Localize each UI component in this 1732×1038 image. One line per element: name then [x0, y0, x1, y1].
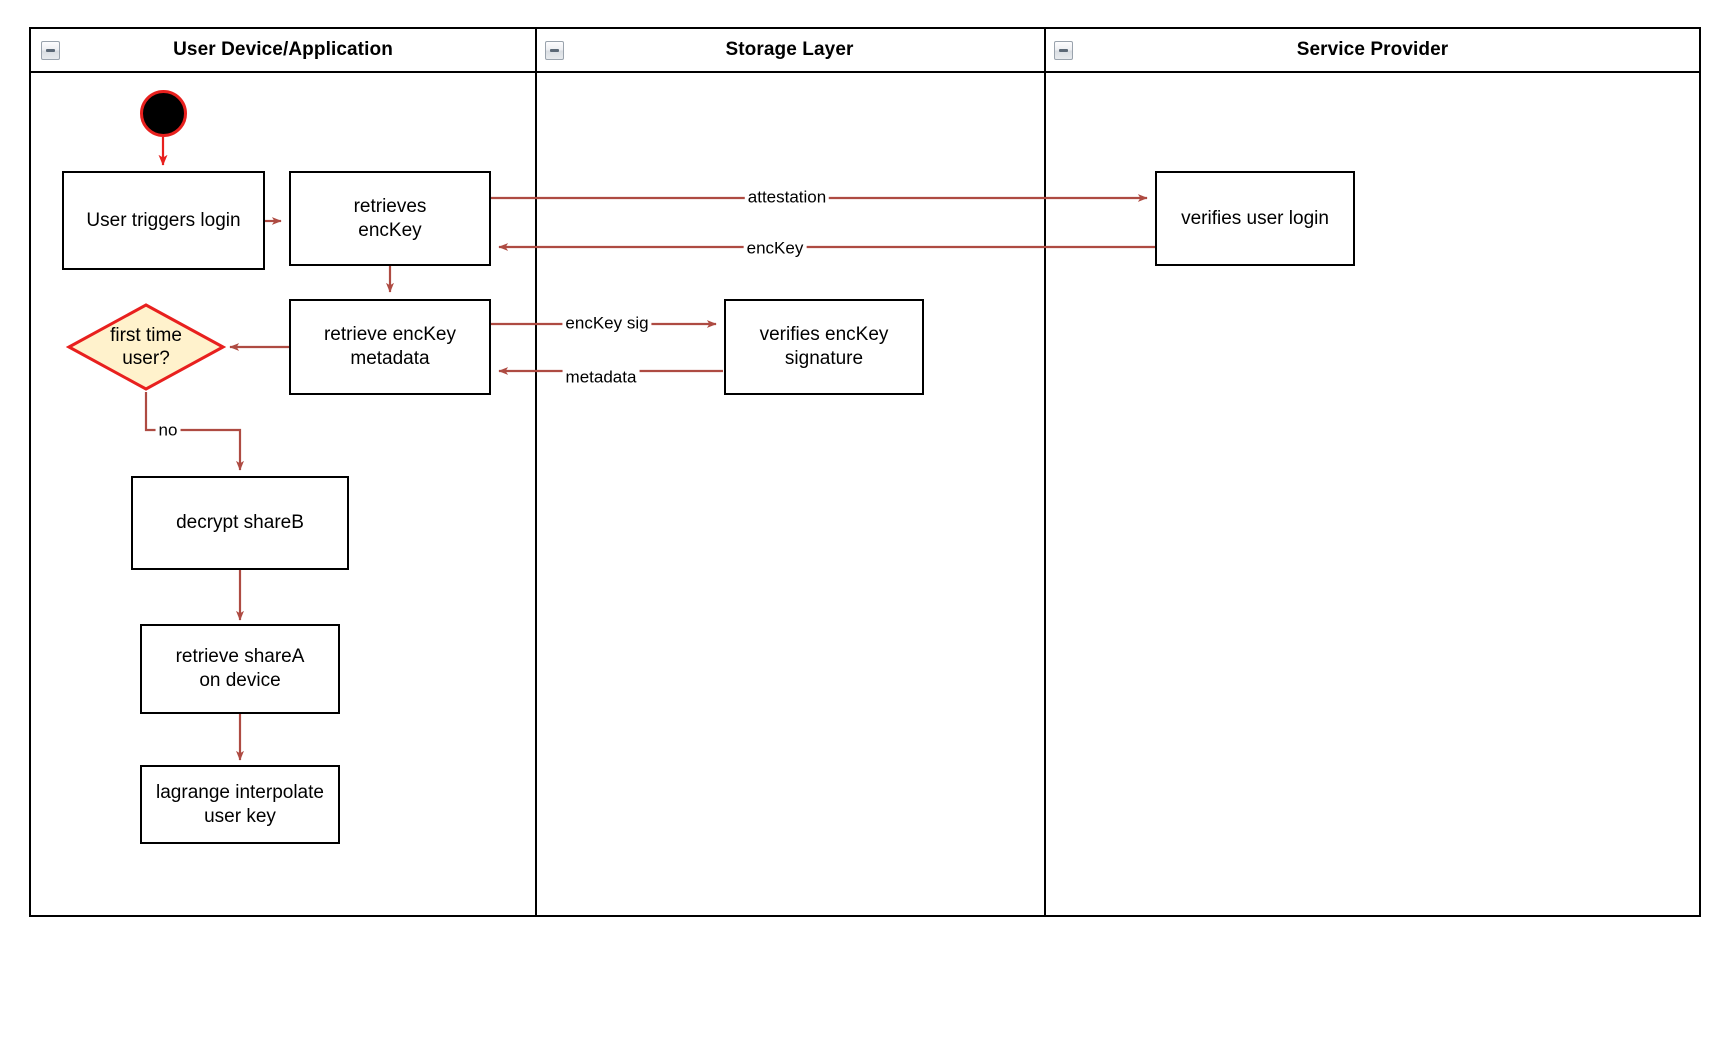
decision-diamond-shape [66, 303, 226, 391]
node-lagrange-interpolate-user-key[interactable]: lagrange interpolate user key [140, 765, 340, 844]
node-decrypt-shareb[interactable]: decrypt shareB [131, 476, 349, 570]
lane-header-service-provider[interactable]: Service Provider [1044, 29, 1701, 73]
edge-label-metadata: metadata [562, 368, 640, 388]
lane-title-user-device: User Device/Application [173, 39, 393, 60]
lane-title-service-provider: Service Provider [1296, 39, 1449, 60]
node-retrieve-enckey-metadata[interactable]: retrieve encKey metadata [289, 299, 491, 395]
edge-label-enckey: encKey [743, 239, 807, 259]
edge-label-no: no [155, 421, 181, 441]
node-retrieves-enckey[interactable]: retrieves encKey [289, 171, 491, 266]
lane-title-storage-layer: Storage Layer [725, 39, 854, 60]
node-retrieve-sharea-on-device[interactable]: retrieve shareA on device [140, 624, 340, 714]
start-node[interactable] [140, 90, 187, 137]
collapse-minus-icon[interactable] [1054, 41, 1073, 60]
node-first-time-user-decision[interactable]: first time user? [66, 302, 226, 392]
lane-divider-2 [1044, 29, 1046, 915]
node-user-triggers-login[interactable]: User triggers login [62, 171, 265, 270]
collapse-minus-icon[interactable] [545, 41, 564, 60]
lane-header-user-device[interactable]: User Device/Application [31, 29, 535, 73]
decision-label-first-time-user: first time user? [110, 324, 182, 369]
lane-divider-1 [535, 29, 537, 915]
node-verifies-enckey-signature[interactable]: verifies encKey signature [724, 299, 924, 395]
edge-label-attestation: attestation [744, 188, 830, 208]
node-verifies-user-login[interactable]: verifies user login [1155, 171, 1355, 266]
edge-label-enckey-sig: encKey sig [562, 314, 652, 334]
collapse-minus-icon[interactable] [41, 41, 60, 60]
lane-header-storage-layer[interactable]: Storage Layer [535, 29, 1044, 73]
